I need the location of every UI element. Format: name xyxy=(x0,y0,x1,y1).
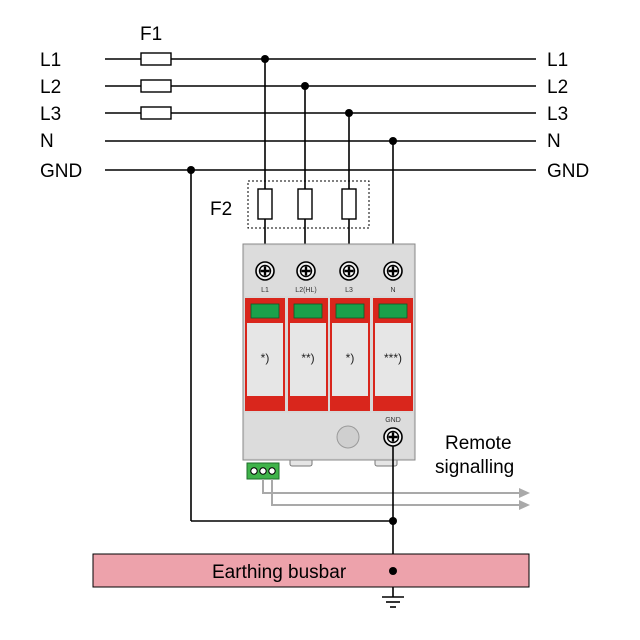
remote-signal-wires xyxy=(262,479,530,510)
remote-signalling-label-line2: signalling xyxy=(435,457,514,478)
fuse-f2-l2 xyxy=(297,188,313,220)
terminal-screw-n xyxy=(383,261,403,281)
line-label-right-gnd: GND xyxy=(547,161,589,182)
junction-busbar xyxy=(389,567,397,575)
line-label-right-l1: L1 xyxy=(547,50,568,71)
terminal-screw-l1 xyxy=(255,261,275,281)
junction-l2 xyxy=(301,82,309,90)
module-window-1 xyxy=(247,323,283,396)
fuse-f2-l3 xyxy=(341,188,357,220)
fuse-f1-l1 xyxy=(140,52,172,66)
status-indicator-2 xyxy=(293,303,323,319)
fuse-label-f1: F1 xyxy=(140,24,162,45)
junction-earth-link xyxy=(389,517,397,525)
junction-l3 xyxy=(345,109,353,117)
bus-lines xyxy=(105,58,536,171)
module-label-1: *) xyxy=(261,351,270,365)
line-label-left-l1: L1 xyxy=(40,50,61,71)
earth-ground-icon xyxy=(382,596,404,608)
junction-n xyxy=(389,137,397,145)
remote-signal-wire-lower xyxy=(271,479,521,506)
module-label-4: ***) xyxy=(384,351,402,365)
terminal-screw-l3 xyxy=(339,261,359,281)
terminal-screw-gnd xyxy=(383,427,403,447)
line-label-left-gnd: GND xyxy=(40,161,82,182)
terminal-label-l2: L2(HL) xyxy=(295,287,316,294)
line-label-right-l3: L3 xyxy=(547,104,568,125)
line-label-left-l3: L3 xyxy=(40,104,61,125)
arrowhead-lower xyxy=(519,500,530,510)
surge-protection-device: L1 L2(HL) L3 N *) **) *) ***) GND xyxy=(242,243,416,467)
terminal-label-l3: L3 xyxy=(345,287,353,294)
fuses-f2 xyxy=(257,188,357,220)
status-indicator-3 xyxy=(335,303,365,319)
module-window-4 xyxy=(375,323,411,396)
line-label-left-l2: L2 xyxy=(40,77,61,98)
status-indicator-1 xyxy=(250,303,280,319)
remote-signal-wire-upper xyxy=(262,479,521,494)
remote-signal-connector xyxy=(246,462,280,480)
module-label-2: **) xyxy=(301,351,314,365)
arrowhead-upper xyxy=(519,488,530,498)
line-label-right-n: N xyxy=(547,131,561,152)
junction-l1 xyxy=(261,55,269,63)
fuse-group-f2-box xyxy=(247,180,370,229)
fuse-f2-l1 xyxy=(257,188,273,220)
indicator-window-round xyxy=(336,425,360,449)
fuse-label-f2: F2 xyxy=(210,199,232,220)
fuse-f1-l2 xyxy=(140,79,172,93)
line-label-left-n: N xyxy=(40,131,54,152)
fuse-f1-l3 xyxy=(140,106,172,120)
module-window-3 xyxy=(332,323,368,396)
line-label-right-l2: L2 xyxy=(547,77,568,98)
earthing-busbar xyxy=(92,553,530,588)
module-window-2 xyxy=(290,323,326,396)
status-indicator-4 xyxy=(378,303,408,319)
earthing-busbar-label: Earthing busbar xyxy=(212,562,347,583)
terminal-label-gnd: GND xyxy=(385,417,401,424)
terminal-label-n: N xyxy=(390,287,395,294)
terminal-screw-l2 xyxy=(296,261,316,281)
protection-modules: *) **) *) ***) xyxy=(245,298,413,411)
module-label-3: *) xyxy=(346,351,355,365)
fuses-f1 xyxy=(140,52,172,120)
terminal-label-l1: L1 xyxy=(261,287,269,294)
remote-signalling-label-line1: Remote xyxy=(445,433,512,454)
